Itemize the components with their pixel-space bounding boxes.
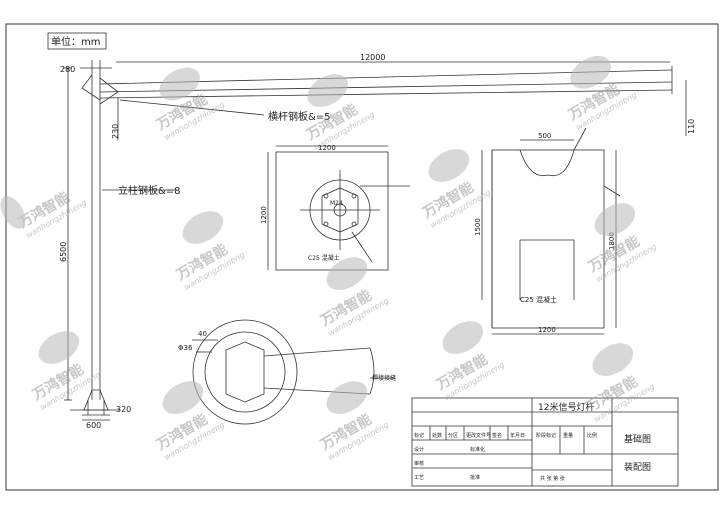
plan-width: 1200 (318, 144, 336, 152)
unit-label: 单位：mm (51, 35, 100, 48)
foundation-section (481, 127, 621, 335)
title-block-design: 设计 (414, 446, 424, 453)
section-concrete-label: C25 混凝土 (520, 295, 557, 304)
plan-bolt-label: M24 (330, 200, 343, 207)
title-block-drawing1: 基础图 (624, 433, 651, 445)
section-top-width: 500 (538, 132, 551, 140)
title-block-weight: 重量 (563, 432, 573, 439)
title-block-row-label-2: 处数 (432, 432, 442, 439)
dim-height: 6500 (59, 242, 68, 262)
dim-top-width: 280 (60, 65, 75, 74)
title-block-stage: 阶段标记 (536, 432, 556, 439)
dim-base-width: 320 (116, 405, 131, 414)
title-block-approve: 批准 (470, 474, 480, 481)
drawing-frame (5, 23, 719, 491)
dim-arm-length: 12000 (360, 53, 385, 62)
title-block-standard: 标准化 (470, 446, 485, 453)
section-height: 1500 (474, 218, 482, 236)
unit-label-box (47, 32, 107, 50)
dim-arm-end: 110 (687, 119, 696, 134)
plan-height: 1200 (260, 206, 268, 224)
title-block (411, 397, 679, 487)
title-block-row-label-3: 分区 (448, 432, 458, 439)
dim-arm-drop: 230 (111, 124, 120, 139)
flange-dim-b: Φ36 (178, 344, 193, 352)
title-block-row-label-6: 年月日 (510, 432, 525, 439)
title-block-title: 12米信号灯杆 (538, 401, 594, 413)
title-block-process: 工艺 (414, 475, 424, 481)
foundation-plan (267, 145, 410, 271)
section-total-height: 1800 (608, 232, 616, 250)
title-block-row-label-4: 更改文件号 (466, 432, 491, 439)
flange-label: 焊接接缝 (372, 374, 396, 382)
title-block-sheets: 共 张 第 张 (540, 475, 565, 482)
dim-base-plate: 600 (86, 421, 101, 430)
title-block-scale: 比例 (587, 432, 597, 439)
title-block-row-label-5: 签名 (492, 432, 502, 439)
plan-concrete-label: C25 混凝土 (308, 254, 340, 262)
title-block-review: 审核 (414, 460, 424, 467)
column-label: 立柱钢板&=8 (118, 184, 181, 197)
flange-dim-a: 40 (198, 330, 207, 338)
flange-detail (192, 319, 394, 425)
title-block-row-label-1: 标记 (414, 432, 424, 439)
crossarm-label: 横杆钢板&=5 (268, 110, 331, 123)
title-block-drawing2: 装配图 (624, 461, 651, 473)
section-bottom-width: 1200 (538, 326, 556, 334)
